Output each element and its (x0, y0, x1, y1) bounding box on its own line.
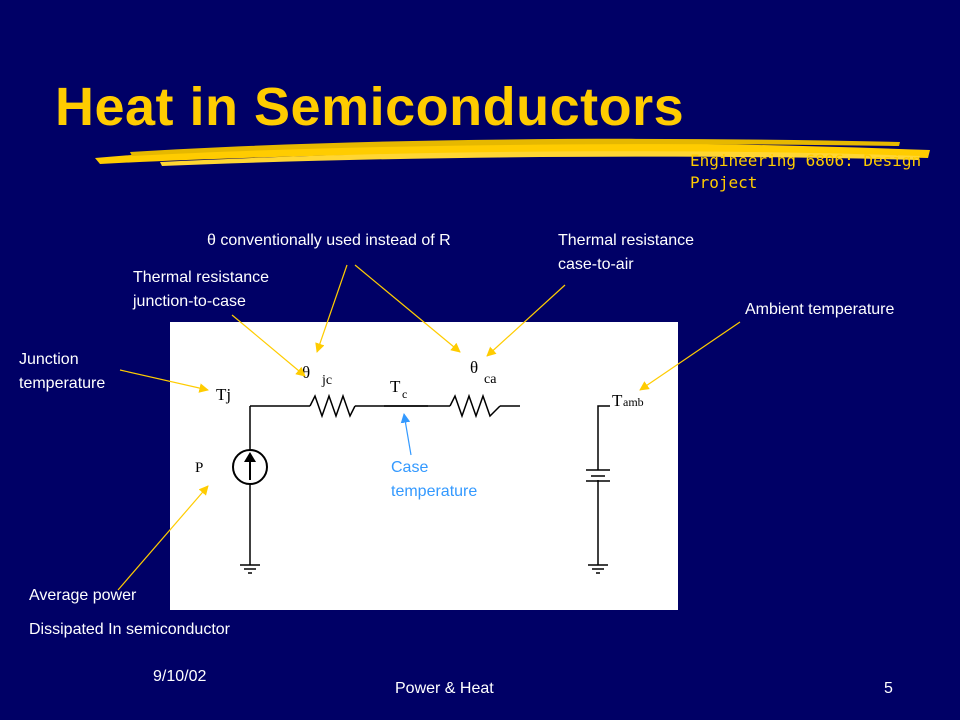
resistor-jc (309, 393, 356, 419)
rca-line-1: Thermal resistance (558, 232, 695, 249)
case-line-1: Case (391, 459, 429, 476)
tj-label: Tj (216, 385, 231, 404)
battery-symbol (586, 469, 610, 482)
course-label: Engineering 6806: Design Project (690, 150, 930, 194)
arrow-case (400, 413, 412, 456)
theta-ca-symbol: θ (470, 358, 478, 377)
tc-label: T (390, 377, 401, 396)
tamb-sub: amb (623, 395, 644, 409)
case-temp-label: Case temperature (391, 456, 477, 504)
page-number: 5 (884, 680, 893, 697)
theta-note-label: θ conventionally used instead of R (207, 232, 451, 249)
arrow-theta-to-jc (315, 264, 348, 353)
slide-title: Heat in Semiconductors (55, 77, 685, 137)
rca-line-2: case-to-air (558, 256, 634, 273)
tamb-label: T (612, 391, 623, 410)
current-source (232, 449, 268, 485)
junction-line-2: temperature (19, 375, 106, 392)
p-label: P (195, 460, 203, 476)
arrow-junction (119, 369, 209, 393)
resistor-ca (449, 393, 501, 419)
footer-date: 9/10/02 (153, 668, 207, 685)
ground-left (240, 564, 260, 574)
theta-jc-sub: jc (321, 373, 332, 388)
diagram-panel (170, 322, 678, 610)
annotation-arrows (117, 264, 741, 591)
course-line-1: Engineering 6806: Design (690, 151, 922, 170)
rjc-line-2: junction-to-case (133, 293, 246, 310)
rca-label: Thermal resistance case-to-air (558, 229, 694, 277)
title-underline-stroke (95, 138, 930, 166)
rjc-line-1: Thermal resistance (133, 269, 270, 286)
power-label-1: Average power (29, 587, 137, 604)
arrow-rjc (231, 314, 306, 377)
theta-ca-sub: ca (484, 372, 497, 387)
arrow-ambient (639, 321, 741, 391)
theta-jc-symbol: θ (302, 363, 310, 382)
footer-section: Power & Heat (395, 680, 494, 697)
tc-sub: c (402, 387, 407, 401)
arrow-rca (486, 284, 566, 357)
arrow-power (117, 485, 209, 591)
junction-line-1: Junction (19, 351, 79, 368)
case-line-2: temperature (391, 483, 478, 500)
arrow-theta-to-ca (354, 264, 461, 353)
course-line-2: Project (690, 173, 758, 192)
ambient-label: Ambient temperature (745, 301, 895, 318)
rjc-label: Thermal resistance junction-to-case (133, 266, 269, 314)
ground-right (588, 564, 608, 574)
power-label-2: Dissipated In semiconductor (29, 621, 230, 638)
junction-label: Junction temperature (19, 348, 105, 396)
